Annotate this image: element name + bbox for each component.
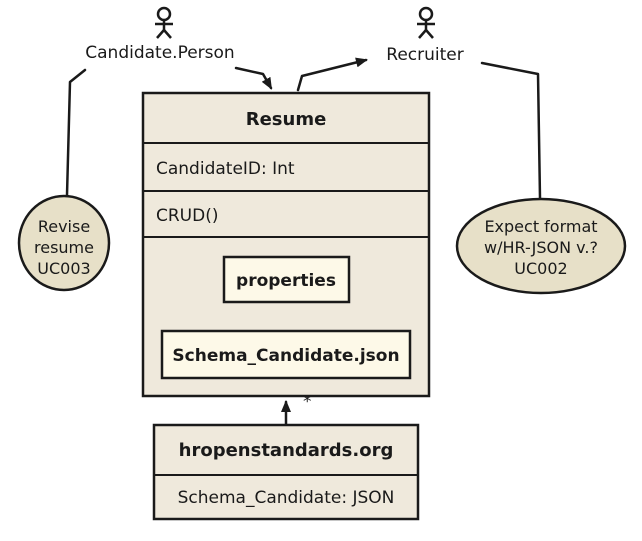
usecase-uc003: Revise resume UC003 — [17, 194, 111, 292]
class-resume-title: Resume — [246, 109, 327, 130]
properties-box — [222, 255, 351, 304]
connector-candidate-uc003 — [65, 68, 87, 197]
usecase-uc003-line3: UC003 — [37, 259, 90, 278]
usecase-uc002-ellipse — [455, 197, 627, 295]
class-resume-operation: CRUD() — [156, 206, 218, 226]
actor-recruiter: Recruiter — [386, 6, 464, 65]
properties-label: properties — [236, 271, 336, 291]
usecase-uc002-line1: Expect format — [484, 217, 597, 236]
class-hropen-box — [152, 423, 420, 521]
usecase-uc002-line3: UC002 — [514, 259, 567, 278]
class-hropen-title: hropenstandards.org — [179, 440, 394, 461]
multiplicity-label: * — [303, 392, 312, 412]
usecase-uc002: Expect format w/HR-JSON v.? UC002 — [455, 197, 627, 295]
class-resume-attribute: CandidateID: Int — [156, 159, 295, 179]
actor-label-recruiter: Recruiter — [386, 45, 463, 65]
schema-label: Schema_Candidate.json — [172, 346, 399, 366]
usecase-uc003-line2: resume — [34, 238, 94, 257]
stick-figure-icon — [155, 6, 173, 39]
usecase-uc003-line1: Revise — [38, 217, 90, 236]
class-hropen: hropenstandards.org Schema_Candidate: JS… — [152, 423, 420, 521]
usecase-uc002-line2: w/HR-JSON v.? — [484, 238, 598, 257]
class-hropen-attribute: Schema_Candidate: JSON — [178, 488, 395, 508]
arrow-resume-recruiter — [296, 57, 368, 92]
actor-label-candidate: Candidate.Person — [85, 43, 234, 63]
stick-figure-icon — [417, 6, 435, 39]
arrow-candidate-resume — [234, 66, 273, 90]
usecase-uc003-ellipse — [17, 194, 111, 292]
class-resume: Resume CandidateID: Int CRUD() propertie… — [141, 91, 431, 398]
actor-candidate: Candidate.Person — [85, 6, 235, 63]
schema-box — [160, 329, 412, 380]
connector-recruiter-uc002 — [480, 61, 542, 200]
